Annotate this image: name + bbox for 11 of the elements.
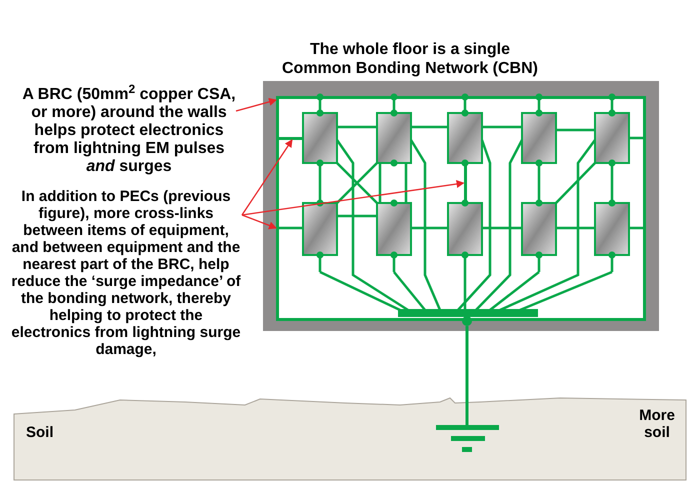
leader-arrow: [236, 98, 277, 112]
leader-arrow: [242, 180, 464, 216]
callout-text: In addition to PECs (previous figure), more cross-links between items of equipment, and between equipment and the nearest part of the BRC, help reduce the ‘surge impedance’ of the bonding network, thereby helping to protect the electronics from lightning surge damage,: [10, 188, 242, 358]
leader-arrow: [242, 214, 277, 230]
soil-label: More soil: [638, 407, 676, 441]
soil-label: Soil: [26, 424, 54, 441]
title: The whole floor is a single Common Bonding Network (CBN): [281, 40, 539, 78]
callout-text: A BRC (50mm$^{2}$ copper CSA, or more) around the walls helps protect electronics from lightning EM pulses and surges: [22, 86, 236, 176]
cross-link-conductor: [464, 163, 466, 203]
cross-link-conductor: [279, 137, 303, 140]
leader-arrow: [241, 139, 293, 216]
